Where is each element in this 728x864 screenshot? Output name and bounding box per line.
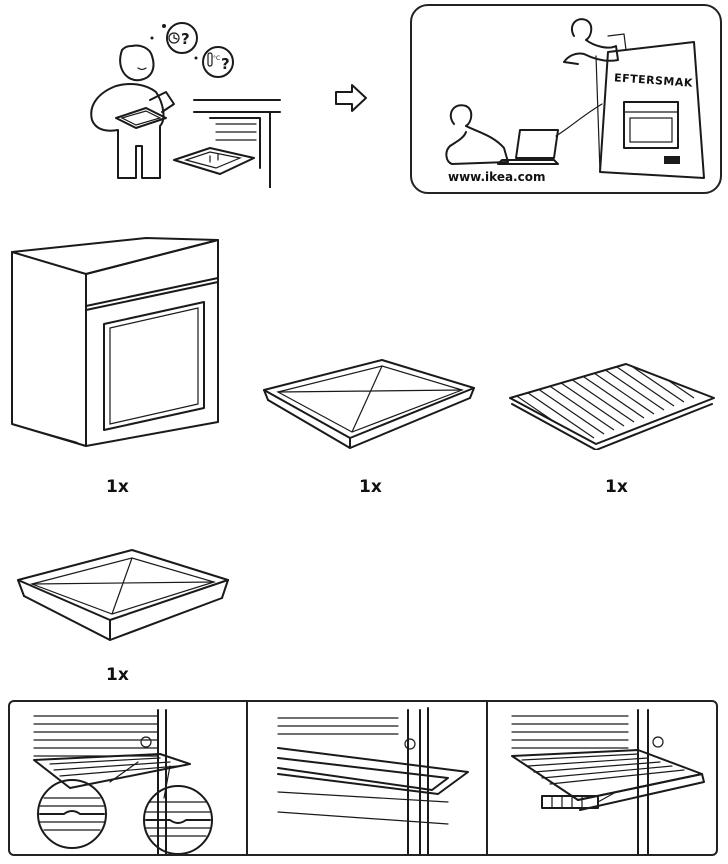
wire-rack-quantity: 1x <box>605 477 628 497</box>
online-manual-box: www.ikea.com EFTERSMAK <box>410 4 722 194</box>
deep-tray-quantity: 1x <box>106 665 129 685</box>
wire-rack-illustration <box>504 358 720 450</box>
tray-insertion-panel <box>248 702 486 854</box>
svg-text:?: ? <box>221 55 230 73</box>
insertion-instructions-strip <box>8 700 718 856</box>
rack-on-tray-panel <box>488 702 716 854</box>
rack-insertion-panel <box>10 702 246 854</box>
deep-baking-tray-illustration <box>14 544 234 644</box>
right-arrow-icon <box>332 82 372 114</box>
website-url[interactable]: www.ikea.com <box>448 170 546 184</box>
shallow-baking-tray-illustration <box>258 352 480 452</box>
svg-text:?: ? <box>181 30 190 48</box>
oven-illustration <box>6 236 220 450</box>
ikea-man-oven-illustration: ? °C ? <box>70 8 290 188</box>
oven-quantity: 1x <box>106 477 129 497</box>
shallow-tray-quantity: 1x <box>359 477 382 497</box>
svg-text:°C: °C <box>213 55 220 62</box>
